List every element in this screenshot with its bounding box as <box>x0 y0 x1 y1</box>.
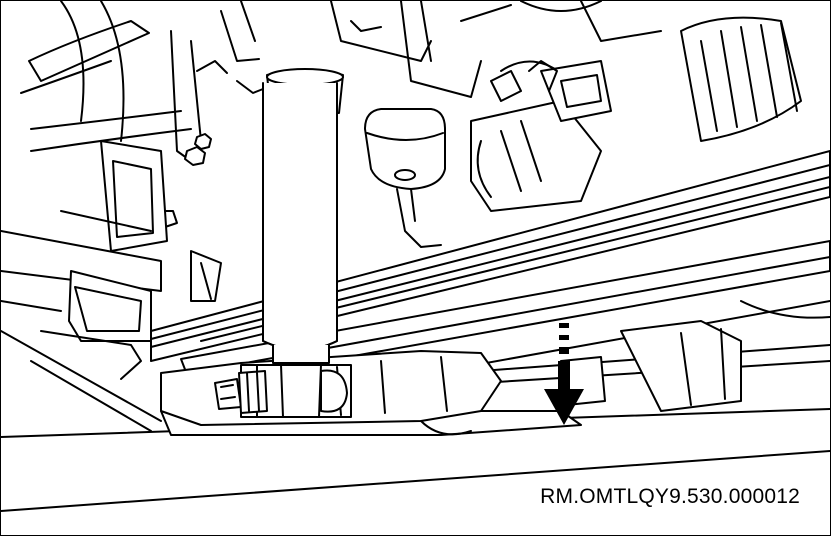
bump-stop <box>364 108 446 248</box>
shock-absorber <box>214 68 352 418</box>
arrow-head <box>544 389 584 425</box>
chassis-background <box>1 1 802 432</box>
down-arrow <box>544 323 584 425</box>
arrow-dash <box>559 347 569 354</box>
arrow-dash <box>559 323 569 328</box>
reference-code: RM.OMTLQY9.530.000012 <box>540 485 800 508</box>
arrow-dash <box>559 335 569 340</box>
arrow-shaft <box>558 361 570 391</box>
